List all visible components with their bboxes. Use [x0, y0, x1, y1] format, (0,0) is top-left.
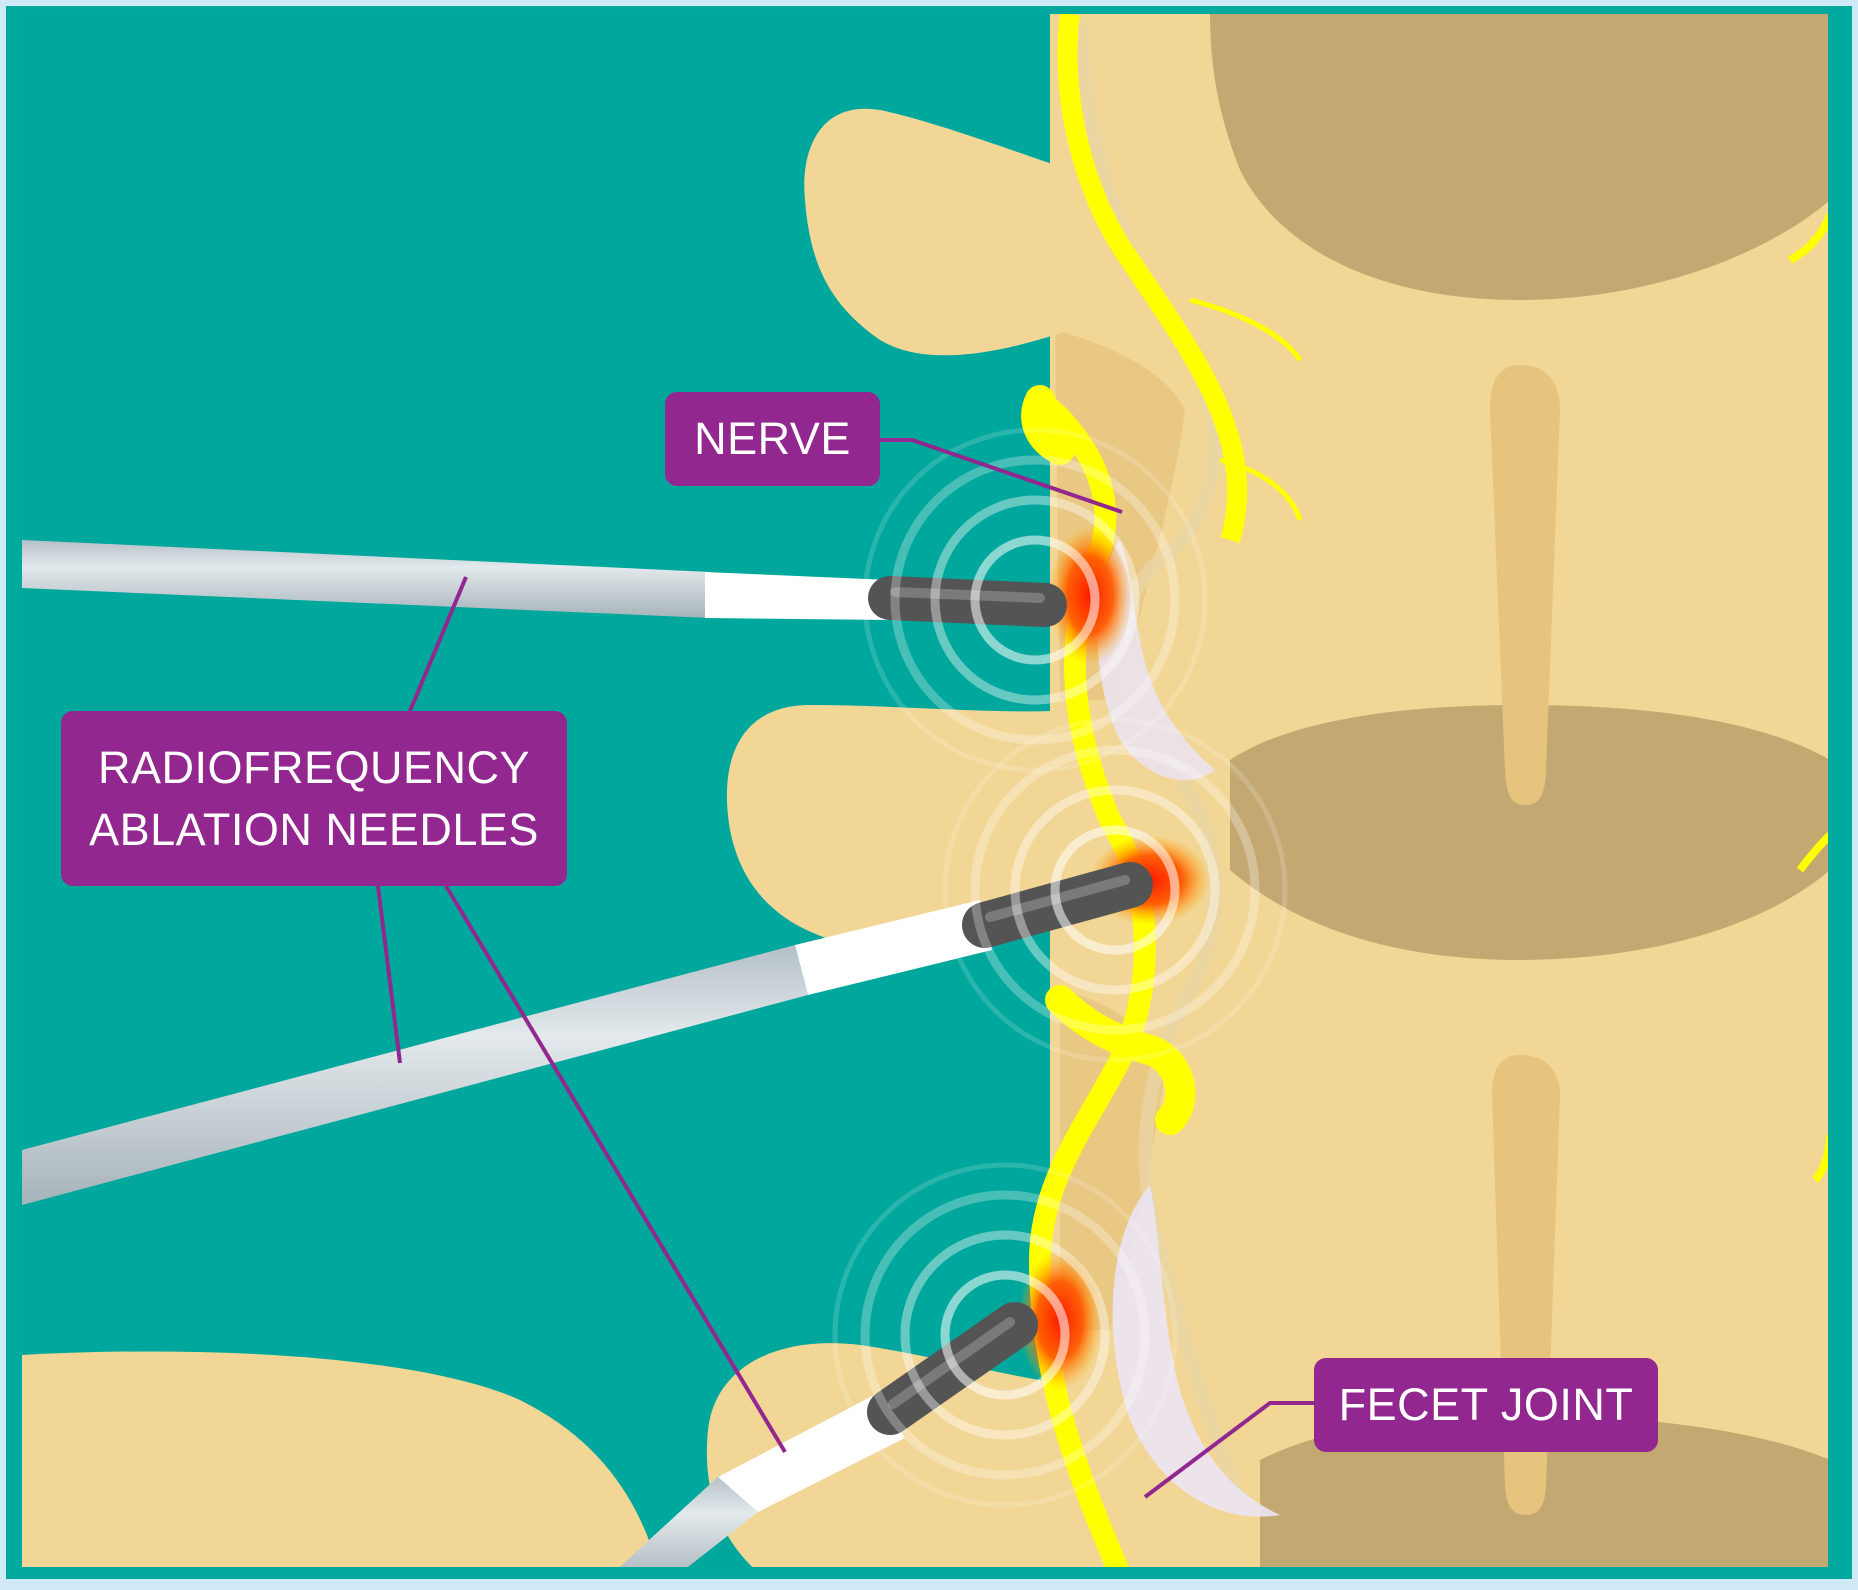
label-rfa-line1: RADIOFREQUENCY	[98, 737, 530, 799]
label-nerve: NERVE	[665, 392, 880, 486]
label-facet-text: FECET JOINT	[1339, 1374, 1634, 1436]
label-rfa-line2: ABLATION NEEDLES	[89, 799, 539, 861]
label-nerve-text: NERVE	[694, 408, 851, 470]
label-facet-joint: FECET JOINT	[1314, 1358, 1658, 1452]
label-rfa-needles: RADIOFREQUENCY ABLATION NEEDLES	[61, 711, 567, 886]
